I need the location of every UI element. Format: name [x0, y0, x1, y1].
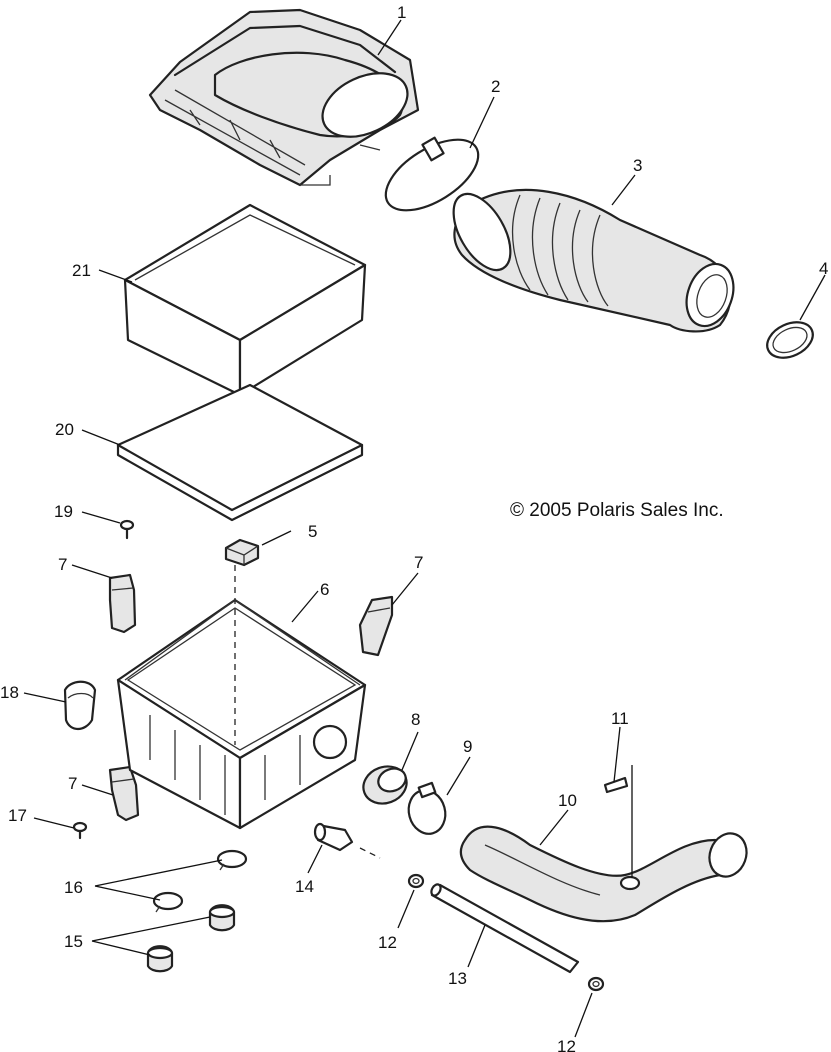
part-clamp-2 [384, 136, 480, 212]
part-valve-fitting [313, 822, 381, 859]
leader-lines [23, 19, 826, 1038]
part-bracket-18 [63, 680, 97, 731]
part-airbox-cover [148, 8, 420, 187]
part-clip-7-lower [108, 765, 140, 822]
callout-1: 1 [397, 3, 406, 22]
part-grommet [362, 765, 408, 805]
part-filter-pad [116, 383, 364, 522]
part-hose [459, 825, 748, 923]
callout-7-upper-right: 7 [414, 553, 423, 572]
part-clip-7-upper-left [108, 573, 137, 634]
part-caps-15 [146, 904, 236, 973]
part-clip-7-upper-right [358, 595, 394, 657]
part-clamp-12-upper [407, 873, 425, 889]
callout-3: 3 [633, 156, 642, 175]
callout-5: 5 [308, 522, 317, 541]
callout-16: 16 [64, 878, 83, 897]
callout-20: 20 [55, 420, 74, 439]
callout-2: 2 [491, 77, 500, 96]
part-clamp-9 [407, 781, 447, 835]
callout-19: 19 [54, 502, 73, 521]
part-clamp-4 [766, 321, 814, 359]
part-screw-11 [603, 765, 633, 878]
callout-17: 17 [8, 806, 27, 825]
callout-11: 11 [611, 709, 629, 728]
part-block [224, 538, 260, 567]
part-foam-filter [123, 203, 367, 397]
part-tube [430, 883, 580, 974]
callout-15: 15 [64, 932, 83, 951]
callout-14: 14 [295, 877, 314, 896]
callout-6: 6 [320, 580, 329, 599]
callout-9: 9 [463, 737, 472, 756]
part-clamp-12-lower [587, 976, 605, 992]
part-screw-17 [72, 821, 88, 840]
callout-18: 18 [0, 683, 19, 702]
callout-labels: 1 2 3 4 21 20 19 5 6 7 7 18 8 9 10 11 7 … [0, 3, 828, 1052]
callout-7-lower: 7 [68, 774, 77, 793]
callout-7-upper-left: 7 [58, 555, 67, 574]
part-airbox-base [116, 565, 367, 830]
copyright-notice: © 2005 Polaris Sales Inc. [510, 500, 724, 521]
part-intake-boot [452, 188, 735, 333]
callout-8: 8 [411, 710, 420, 729]
callout-4: 4 [819, 259, 828, 278]
part-hose-clamps-16 [152, 849, 248, 913]
callout-10: 10 [558, 791, 577, 810]
callout-13: 13 [448, 969, 467, 988]
callout-12-lower: 12 [557, 1037, 576, 1052]
callout-12-upper: 12 [378, 933, 397, 952]
callout-21: 21 [72, 261, 91, 280]
part-screw-19 [119, 519, 135, 540]
